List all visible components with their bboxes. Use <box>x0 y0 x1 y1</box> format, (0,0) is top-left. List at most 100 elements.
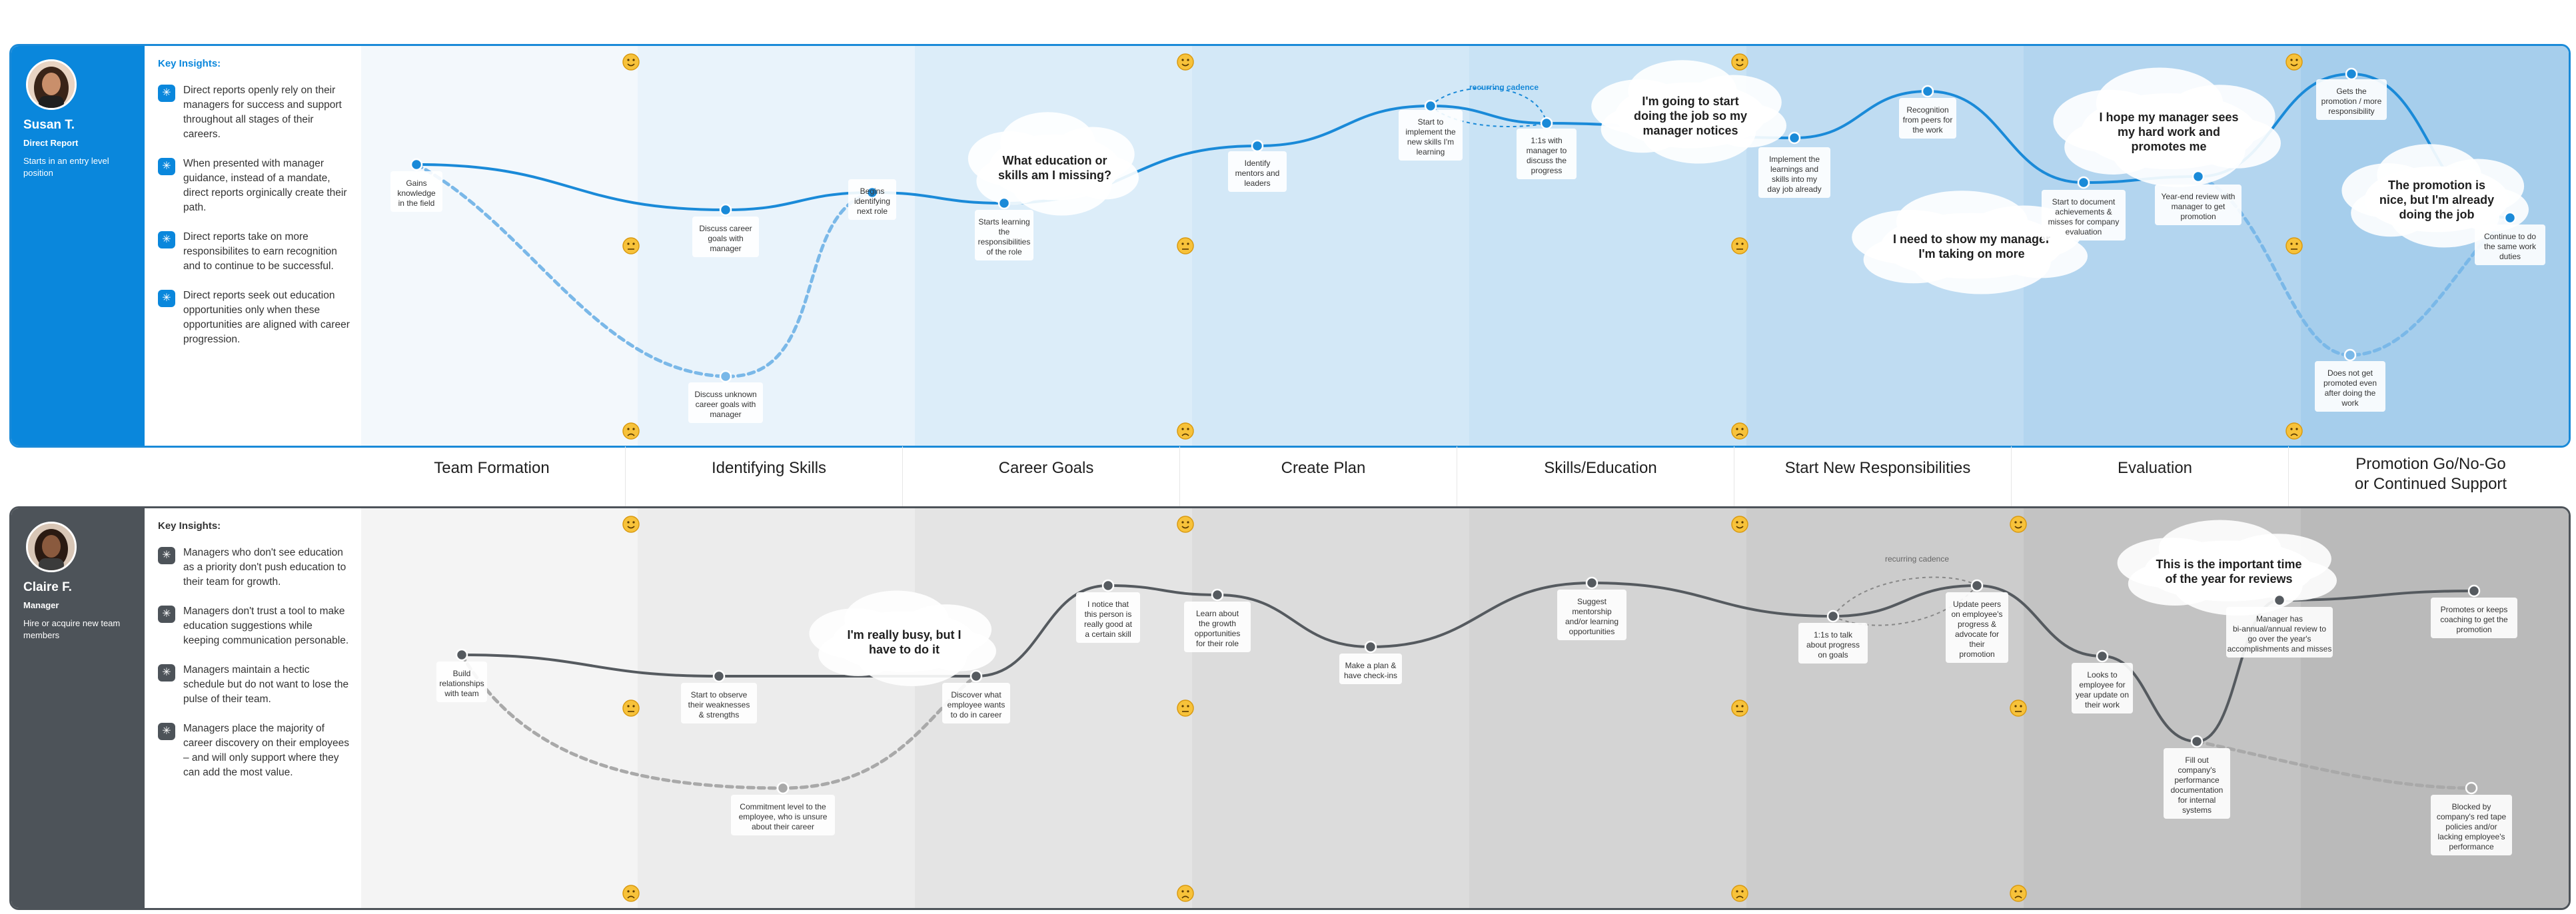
journey-point-marker <box>2096 650 2109 663</box>
journey-step-card: Make a plan &have check-ins <box>1339 640 1402 684</box>
persona-description: Hire or acquire new team members <box>23 618 121 640</box>
journey-point-marker <box>1364 640 1377 654</box>
woman-avatar-icon <box>28 61 75 108</box>
journey-point-marker <box>719 370 732 383</box>
stage-label-career-goals: Career Goals <box>998 459 1094 477</box>
insight-bullet-icon: ✳ <box>158 664 175 682</box>
journey-point-marker <box>1540 117 1553 130</box>
insight-text: Managers maintain a hectic schedule but … <box>183 664 349 705</box>
insight-item: ✳ Managers don't trust a tool to make ed… <box>158 604 351 648</box>
insight-text: Direct reports seek out education opport… <box>183 290 350 345</box>
insight-text: Managers place the majority of career di… <box>183 723 349 778</box>
stage-label-team-formation: Team Formation <box>434 459 550 477</box>
neutral-face-icon <box>1731 699 1748 717</box>
neutral-face-icon <box>1177 699 1194 717</box>
frown-face-icon <box>1731 422 1748 440</box>
frown-face-icon <box>1177 885 1194 902</box>
insight-bullet-icon: ✳ <box>158 290 175 307</box>
stage-divider <box>2011 446 2012 546</box>
journey-point-marker <box>1211 588 1224 602</box>
persona-description: Starts in an entry level position <box>23 156 109 178</box>
woman-avatar-icon <box>28 524 75 570</box>
persona-name: Susan T. <box>23 118 75 132</box>
frown-face-icon <box>1731 885 1748 902</box>
frown-face-icon <box>1177 422 1194 440</box>
stage-band-1 <box>360 46 638 446</box>
stage-label-evaluation: Evaluation <box>2117 459 2193 477</box>
cadence-label: recurring cadence <box>1469 83 1539 92</box>
key-insights-title: Key Insights: <box>158 520 221 532</box>
stage-label-new-responsibilities: Start New Responsibilities <box>1784 459 1971 477</box>
recurring-cadence-line <box>1430 87 1547 128</box>
susan-persona-card: Susan T. Direct Report Starts in an entr… <box>11 46 145 446</box>
journey-point-marker <box>1970 579 1984 592</box>
journey-point-marker <box>969 670 983 683</box>
journey-point-marker <box>2343 348 2357 362</box>
frown-face-icon <box>2285 422 2303 440</box>
stage-divider <box>625 446 626 546</box>
stage-band-5 <box>1469 508 1746 908</box>
journey-point-marker <box>866 186 879 199</box>
insight-text: Direct reports take on more responsibili… <box>183 231 337 272</box>
insight-bullet-icon: ✳ <box>158 606 175 623</box>
stage-band-6 <box>1746 508 2024 908</box>
insight-item: ✳ Direct reports openly rely on their ma… <box>158 83 351 142</box>
persona-role: Direct Report <box>23 138 79 148</box>
journey-point-marker <box>2192 170 2205 183</box>
insight-list: ✳ Direct reports openly rely on their ma… <box>158 83 351 362</box>
key-insights-title: Key Insights: <box>158 58 221 69</box>
stage-divider <box>2288 446 2289 546</box>
stage-divider <box>902 446 903 546</box>
frown-face-icon <box>622 885 640 902</box>
journey-point-marker <box>2077 176 2090 189</box>
neutral-face-icon <box>1177 237 1194 254</box>
insight-text: When presented with manager guidance, in… <box>183 158 347 213</box>
cadence-label: recurring cadence <box>1885 554 1949 564</box>
journey-point-marker <box>455 648 468 662</box>
journey-point-marker <box>2345 67 2358 81</box>
claire-journey-map: recurring cadence I'm really busy, but I… <box>436 516 2517 902</box>
insight-list: ✳ Managers who don't see education as a … <box>158 546 351 795</box>
insight-item: ✳ When presented with manager guidance, … <box>158 157 351 215</box>
